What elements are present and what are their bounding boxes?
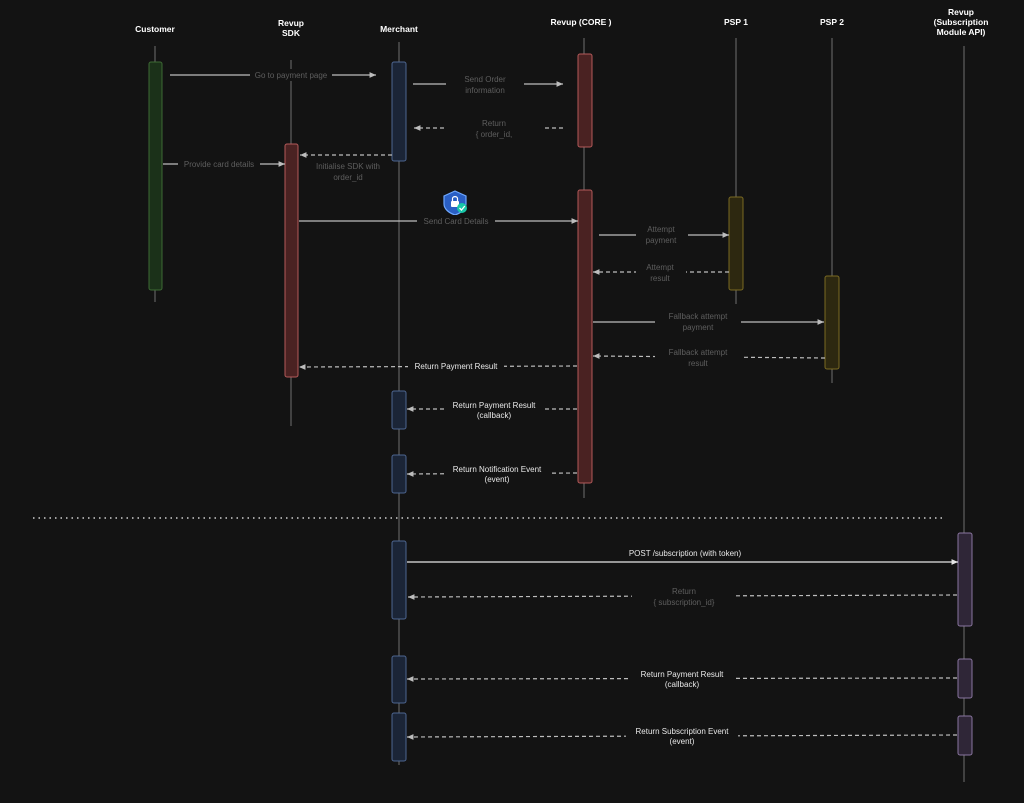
participant-header-core: Revup (CORE ) <box>551 17 612 27</box>
activation-merchant-1 <box>391 61 407 162</box>
message-provide-card-details: Provide card details <box>163 158 285 170</box>
activation-sub-2 <box>957 658 973 699</box>
svg-text:Provide card details: Provide card details <box>184 160 254 169</box>
svg-text:Send Card Details: Send Card Details <box>424 217 489 226</box>
svg-text:Return Notification Event(even: Return Notification Event(event) <box>453 465 542 484</box>
svg-text:Return Payment Result: Return Payment Result <box>415 362 498 371</box>
message-return-subscription-event: Return Subscription Event(event) <box>406 724 958 748</box>
message-return-payment-result-callback: Return Payment Result(callback) <box>407 398 577 422</box>
message-return-order-id: Return{ order_id, <box>414 116 563 142</box>
activation-bars <box>148 53 973 762</box>
activation-merchant-5 <box>391 655 407 704</box>
svg-text:Go to payment page: Go to payment page <box>255 71 328 80</box>
svg-text:Return Payment Result(callback: Return Payment Result(callback) <box>453 401 536 420</box>
activation-merchant-3 <box>391 454 407 494</box>
activation-customer <box>148 61 163 291</box>
message-return-notification-event: Return Notification Event(event) <box>406 462 578 486</box>
participant-header-merchant: Merchant <box>380 24 418 34</box>
activation-sub-1 <box>957 532 973 627</box>
activation-sdk <box>284 143 299 378</box>
svg-text:Return Subscription Event(even: Return Subscription Event(event) <box>636 727 730 746</box>
participant-header-psp2: PSP 2 <box>820 17 844 27</box>
participant-header-customer: Customer <box>135 24 175 34</box>
svg-text:Return{ subscription_id}: Return{ subscription_id} <box>654 587 715 607</box>
activation-psp2 <box>824 275 840 370</box>
message-post-subscription: POST /subscription (with token) <box>407 549 958 565</box>
message-send-card-details: Send Card Details <box>299 215 578 227</box>
svg-text:Return Payment Result(callback: Return Payment Result(callback) <box>641 670 724 689</box>
svg-text:PSP 1: PSP 1 <box>724 17 748 27</box>
lifelines <box>154 38 965 782</box>
message-go-to-payment-page: Go to payment page <box>170 69 376 81</box>
activation-core-1 <box>577 53 593 148</box>
activation-psp1 <box>728 196 744 291</box>
activation-merchant-6 <box>391 712 407 762</box>
activation-merchant-4 <box>391 540 407 620</box>
participant-header-psp1: PSP 1 <box>724 17 748 27</box>
svg-text:Merchant: Merchant <box>380 24 418 34</box>
shield-lock-check-icon <box>443 190 467 216</box>
message-return-payment-result-callback-2: Return Payment Result(callback) <box>406 667 958 691</box>
svg-text:Return{ order_id,: Return{ order_id, <box>476 119 512 139</box>
message-return-subscription-id: Return{ subscription_id} <box>407 584 958 610</box>
svg-text:POST /subscription (with token: POST /subscription (with token) <box>629 549 742 558</box>
svg-text:Customer: Customer <box>135 24 175 34</box>
svg-text:Revup (CORE ): Revup (CORE ) <box>551 17 612 27</box>
svg-text:PSP 2: PSP 2 <box>820 17 844 27</box>
message-return-payment-result-sdk: Return Payment Result <box>298 360 578 372</box>
activation-core-2 <box>577 189 593 484</box>
activation-merchant-2 <box>391 390 407 430</box>
activation-sub-3 <box>957 715 973 756</box>
